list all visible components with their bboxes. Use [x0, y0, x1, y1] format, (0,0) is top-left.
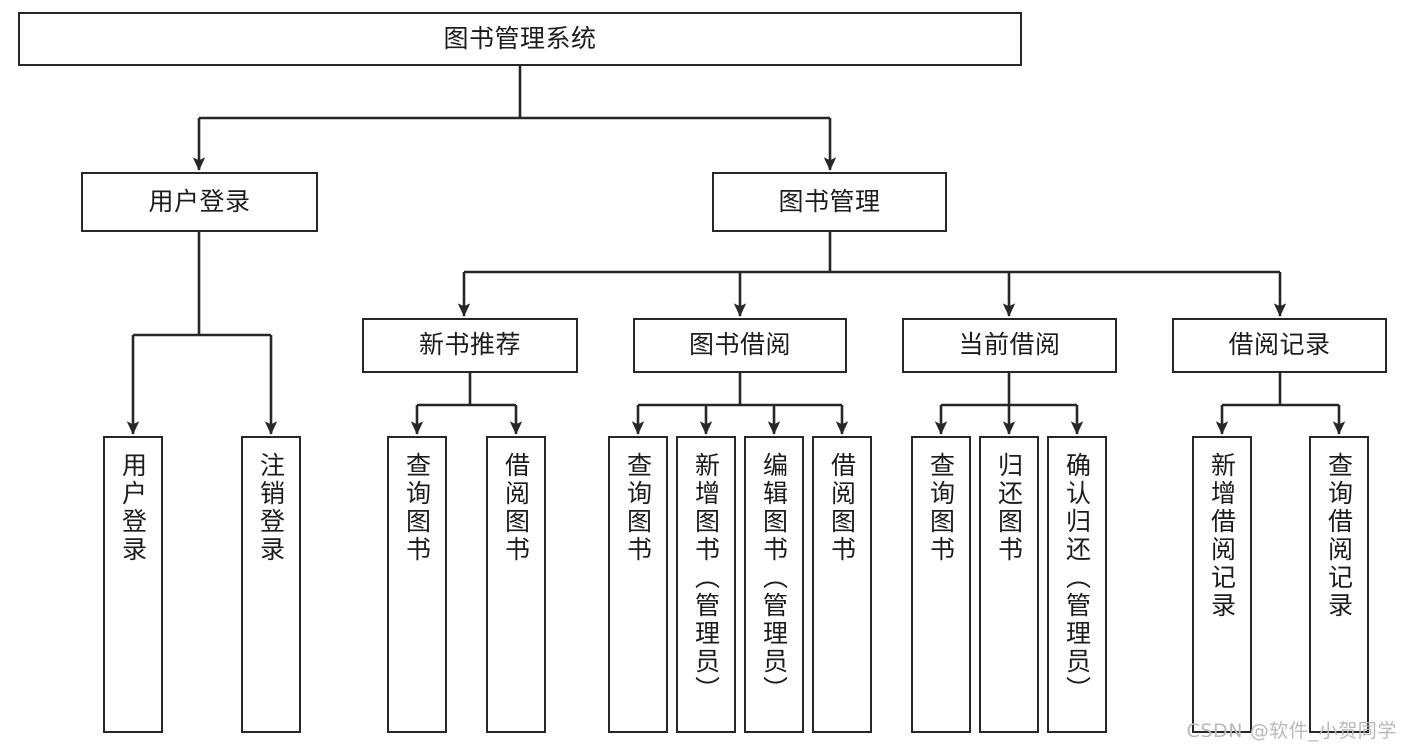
node-user-login-label: 用户登录 — [148, 186, 251, 216]
node-book-borrow[interactable]: 图书借阅 — [633, 318, 847, 373]
csdn-watermark: CSDN @软件_小贺同学 — [1186, 720, 1397, 742]
node-leaf-rec-borrow-label: 借阅图书 — [501, 452, 531, 564]
node-leaf-rec-query-label: 查询图书 — [402, 452, 432, 564]
node-new-book-rec[interactable]: 新书推荐 — [362, 318, 578, 373]
node-leaf-borrow-query[interactable]: 查询图书 — [608, 436, 668, 733]
node-leaf-cur-query[interactable]: 查询图书 — [911, 436, 971, 733]
node-current-borrow[interactable]: 当前借阅 — [902, 318, 1117, 373]
node-leaf-cur-confirm[interactable]: 确认归还（管理员） — [1047, 436, 1107, 733]
node-leaf-rec-add-label: 新增借阅记录 — [1207, 452, 1237, 620]
node-leaf-cur-return-label: 归还图书 — [994, 452, 1024, 564]
node-leaf-borrow-do[interactable]: 借阅图书 — [812, 436, 872, 733]
node-new-book-rec-label: 新书推荐 — [418, 330, 521, 360]
node-current-borrow-label: 当前借阅 — [958, 330, 1061, 360]
node-leaf-borrow-add[interactable]: 新增图书（管理员） — [676, 436, 736, 733]
node-leaf-rec-add[interactable]: 新增借阅记录 — [1192, 436, 1252, 733]
node-leaf-cur-return[interactable]: 归还图书 — [979, 436, 1039, 733]
node-leaf-rec-query[interactable]: 查询图书 — [387, 436, 447, 733]
node-root[interactable]: 图书管理系统 — [18, 12, 1022, 66]
node-leaf-borrow-edit[interactable]: 编辑图书（管理员） — [744, 436, 804, 733]
node-root-label: 图书管理系统 — [443, 23, 597, 53]
node-leaf-borrow-add-label: 新增图书（管理员） — [691, 452, 721, 704]
node-leaf-borrow-do-label: 借阅图书 — [827, 452, 857, 564]
node-book-mgmt[interactable]: 图书管理 — [712, 172, 947, 232]
node-leaf-cur-query-label: 查询图书 — [926, 452, 956, 564]
node-borrow-record[interactable]: 借阅记录 — [1172, 318, 1387, 373]
node-leaf-user-login-label: 用户登录 — [118, 452, 148, 564]
node-book-mgmt-label: 图书管理 — [778, 186, 881, 216]
node-book-borrow-label: 图书借阅 — [688, 330, 791, 360]
node-leaf-user-login[interactable]: 用户登录 — [103, 436, 163, 733]
node-leaf-rec-query-record-label: 查询借阅记录 — [1324, 452, 1354, 620]
node-leaf-rec-borrow[interactable]: 借阅图书 — [486, 436, 546, 733]
node-borrow-record-label: 借阅记录 — [1228, 330, 1331, 360]
node-leaf-cur-confirm-label: 确认归还（管理员） — [1062, 452, 1092, 704]
node-user-login[interactable]: 用户登录 — [81, 172, 318, 232]
node-leaf-borrow-edit-label: 编辑图书（管理员） — [759, 452, 789, 704]
node-leaf-borrow-query-label: 查询图书 — [623, 452, 653, 564]
node-leaf-user-logout-label: 注销登录 — [256, 452, 286, 564]
node-leaf-rec-query-record[interactable]: 查询借阅记录 — [1309, 436, 1369, 733]
node-leaf-user-logout[interactable]: 注销登录 — [241, 436, 301, 733]
